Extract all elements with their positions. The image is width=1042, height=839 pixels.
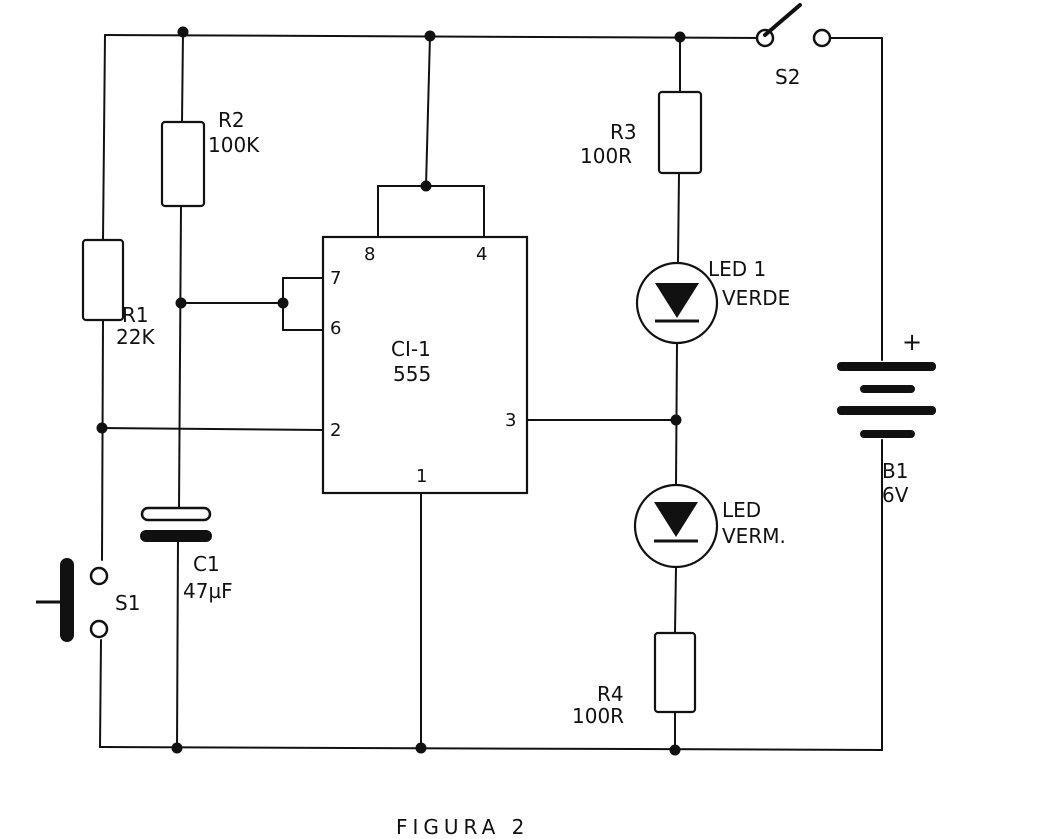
led-diode-triangle [654, 502, 698, 537]
battery-cell-plate [860, 430, 915, 438]
ic-pin-3: 3 [505, 410, 516, 431]
ic-pin-6: 6 [330, 318, 341, 339]
junction-dot [96, 422, 108, 434]
led-green [635, 261, 719, 345]
wire-bottom-rail [99, 746, 883, 751]
labels: R1 22K R2 100K R3 100R R4 100R C1 47µF S… [115, 65, 922, 839]
b1-ref: B1 [882, 459, 908, 483]
wire-r3-led1 [677, 172, 680, 263]
capacitor-plate-positive [140, 506, 212, 522]
junction-dot [669, 744, 681, 756]
ic-ref: CI-1 [391, 337, 431, 361]
c1-value: 47µF [183, 579, 233, 603]
resistor-r1 [81, 238, 125, 322]
resistor-r2 [160, 120, 206, 208]
junction-dot [175, 297, 187, 309]
junction-dot [420, 180, 432, 192]
resistor-r3 [657, 90, 703, 175]
wire-pin-2 [101, 427, 324, 431]
s2-ref: S2 [775, 65, 800, 89]
junction-dot [415, 742, 427, 754]
wire-left-top [102, 34, 106, 241]
switch-contact [812, 28, 832, 48]
wire-r2-top [181, 31, 184, 123]
wire-left-bottom [99, 639, 102, 748]
r2-ref: R2 [218, 108, 245, 132]
switch-contact [89, 566, 109, 586]
wire-vcc-to-ic [425, 35, 431, 187]
r4-ref: R4 [597, 682, 624, 706]
wire-left-mid [101, 319, 104, 561]
junction-dot [674, 31, 686, 43]
battery-polarity: + [902, 328, 922, 356]
resistor-r4 [653, 631, 697, 714]
push-button-bar [60, 558, 74, 642]
led2-color: VERM. [722, 524, 786, 548]
ic-pin-1: 1 [416, 466, 427, 487]
wire-c1-bottom [176, 539, 179, 749]
junction-dot [424, 30, 436, 42]
r4-value: 100R [572, 704, 624, 728]
ic-pin-2: 2 [330, 420, 341, 441]
switch-s2 [755, 3, 832, 48]
switch-s1 [36, 558, 109, 642]
ic-555-body [321, 235, 529, 495]
figure-caption: FIGURA 2 [396, 815, 529, 839]
battery-b1 [837, 362, 936, 438]
junction-dot [670, 414, 682, 426]
switch-contact [89, 619, 109, 639]
junctions [96, 26, 686, 756]
wire-led1-out [675, 342, 678, 486]
r3-value: 100R [580, 144, 632, 168]
led1-color: VERDE [722, 286, 790, 310]
r2-value: 100K [208, 133, 260, 157]
wires [99, 31, 883, 751]
ic-pin-8: 8 [364, 244, 375, 265]
c1-ref: C1 [193, 552, 220, 576]
led1-ref: LED 1 [708, 257, 766, 281]
junction-dot [171, 742, 183, 754]
led2-ref: LED [722, 498, 761, 522]
ic-pin-7: 7 [330, 268, 341, 289]
capacitor-plate-negative [140, 530, 212, 542]
wire-led2-r4 [674, 566, 677, 634]
ic-type: 555 [393, 362, 431, 386]
r1-ref: R1 [122, 303, 149, 327]
battery-cell-plate [860, 385, 915, 393]
r1-value: 22K [116, 325, 155, 349]
capacitor-c1 [140, 506, 212, 542]
wire-top-right [821, 37, 883, 361]
b1-value: 6V [882, 483, 909, 507]
junction-dot [277, 297, 289, 309]
ic-pin-4: 4 [476, 244, 487, 265]
battery-cell-plate [837, 362, 936, 371]
s1-ref: S1 [115, 591, 140, 615]
battery-cell-plate [837, 406, 936, 415]
led-diode-triangle [655, 283, 699, 318]
junction-dot [177, 26, 189, 38]
r3-ref: R3 [610, 120, 637, 144]
led-red [633, 483, 719, 569]
switch-lever [763, 3, 802, 37]
wire-r2-bottom [178, 205, 182, 509]
